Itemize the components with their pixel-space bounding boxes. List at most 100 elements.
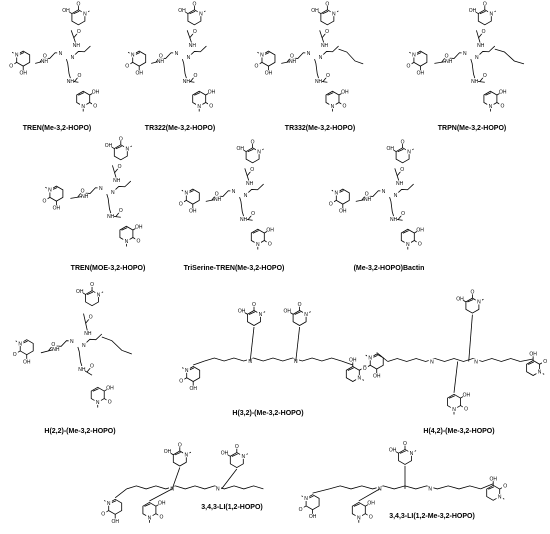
atom-label-bg xyxy=(242,192,249,198)
atom-label-bg xyxy=(95,291,102,298)
atom-label-bg xyxy=(213,191,220,197)
atom-label: OH xyxy=(389,448,397,454)
atom-label: O xyxy=(363,366,367,372)
atom-label: OH xyxy=(53,206,61,212)
atom-label: N xyxy=(463,51,467,57)
atom-label: O xyxy=(299,507,303,513)
atom-label: NH xyxy=(396,181,404,187)
atom-label-bg xyxy=(136,70,143,76)
chain-bond xyxy=(77,346,83,367)
atom-label-bg xyxy=(367,500,375,506)
atom-label-bg xyxy=(349,357,356,363)
atom-label-bg xyxy=(191,0,198,7)
atom-label: O xyxy=(136,238,140,244)
chain-bond xyxy=(101,336,132,355)
atom-label: N xyxy=(406,242,410,248)
bond-line xyxy=(171,467,181,490)
atom-label: N xyxy=(259,312,263,318)
bond-line xyxy=(453,361,459,393)
bond-line xyxy=(121,227,128,231)
atom-label: N xyxy=(71,55,75,61)
atom-label-bg xyxy=(20,70,27,76)
atom-label: O xyxy=(500,103,504,109)
atom-label: N xyxy=(185,368,189,374)
atom-label: OH xyxy=(189,386,197,392)
atom-label-bg xyxy=(392,192,399,198)
atom-label-bg xyxy=(258,52,266,58)
atom-label: OH xyxy=(489,476,497,482)
chain-bond xyxy=(239,196,244,217)
atom-label-bg xyxy=(208,89,215,95)
atom-label: N xyxy=(125,146,129,152)
atom-label-bg xyxy=(80,342,88,348)
atom-label-bg xyxy=(190,385,197,391)
chain-bond xyxy=(320,45,339,58)
atom-label: OH xyxy=(339,209,347,215)
atom-label: O xyxy=(90,363,94,369)
atom-label: N xyxy=(430,359,434,365)
atom-label-bg xyxy=(404,241,411,247)
atom-label-bg xyxy=(117,207,124,213)
atom-label: N xyxy=(304,496,308,502)
atom-label-bg xyxy=(321,42,328,48)
atom-label: N xyxy=(319,55,323,61)
atom-label-bg xyxy=(87,314,94,320)
atom-label-bg xyxy=(487,103,494,109)
atom-label: O xyxy=(251,211,255,217)
atom-label-bg xyxy=(469,289,476,295)
caption-343-li-1-2-me-3-2-hopo: 3,4,3-LI(1,2-Me-3,2-HOPO) xyxy=(389,513,475,520)
atom-label-bg xyxy=(191,28,198,34)
atom-label-bg xyxy=(23,358,30,365)
chain-bond xyxy=(476,45,496,58)
atom-label-bg xyxy=(177,378,185,384)
atom-label: O xyxy=(400,167,404,173)
atom-label-bg xyxy=(124,145,131,152)
atom-label: O xyxy=(483,1,487,7)
chain-bond xyxy=(314,58,319,79)
atom-label-bg xyxy=(76,72,83,78)
atom-label: OH xyxy=(367,501,375,507)
atom-label: N xyxy=(175,51,179,57)
atom-label: O xyxy=(252,302,256,308)
bond-line xyxy=(189,10,196,15)
atom-label-bg xyxy=(68,338,76,344)
atom-label-bg xyxy=(208,103,215,109)
atom-label: OH xyxy=(456,296,464,302)
atom-label-bg xyxy=(428,358,436,365)
atom-label: N xyxy=(357,515,361,521)
atom-label: OH xyxy=(189,209,197,215)
atom-label: O xyxy=(13,352,17,358)
atom-label: O xyxy=(543,359,547,365)
atom-label: OH xyxy=(164,449,172,455)
atom-label-bg xyxy=(327,200,334,207)
atom-label-bg xyxy=(135,238,142,244)
atom-label-bg xyxy=(94,399,101,405)
atom-label-bg xyxy=(46,187,54,193)
atom-label-bg xyxy=(75,0,82,7)
atom-label: OH xyxy=(92,89,100,95)
atom-label-bg xyxy=(416,241,424,247)
atom-label-bg xyxy=(536,369,543,375)
bond-line xyxy=(448,395,455,399)
atom-label: O xyxy=(325,1,329,7)
atom-label-bg xyxy=(88,363,96,369)
atom-label: O xyxy=(215,192,219,198)
atom-label: N xyxy=(96,400,100,406)
bond-line xyxy=(249,326,255,362)
atom-label: N xyxy=(378,487,382,493)
atom-label-bg xyxy=(408,450,415,456)
caption-tren-moe-3-2-hopo: TREN(MOE-3,2-HOPO) xyxy=(70,265,146,272)
bond-line xyxy=(376,352,389,362)
atom-label-bg xyxy=(445,58,452,64)
atom-label-bg xyxy=(490,475,497,482)
atom-label: OH xyxy=(19,71,27,77)
atom-label-bg xyxy=(176,442,183,448)
atom-label: NH xyxy=(157,59,165,65)
atom-label-bg xyxy=(361,365,368,372)
atom-label-bg xyxy=(471,78,478,84)
